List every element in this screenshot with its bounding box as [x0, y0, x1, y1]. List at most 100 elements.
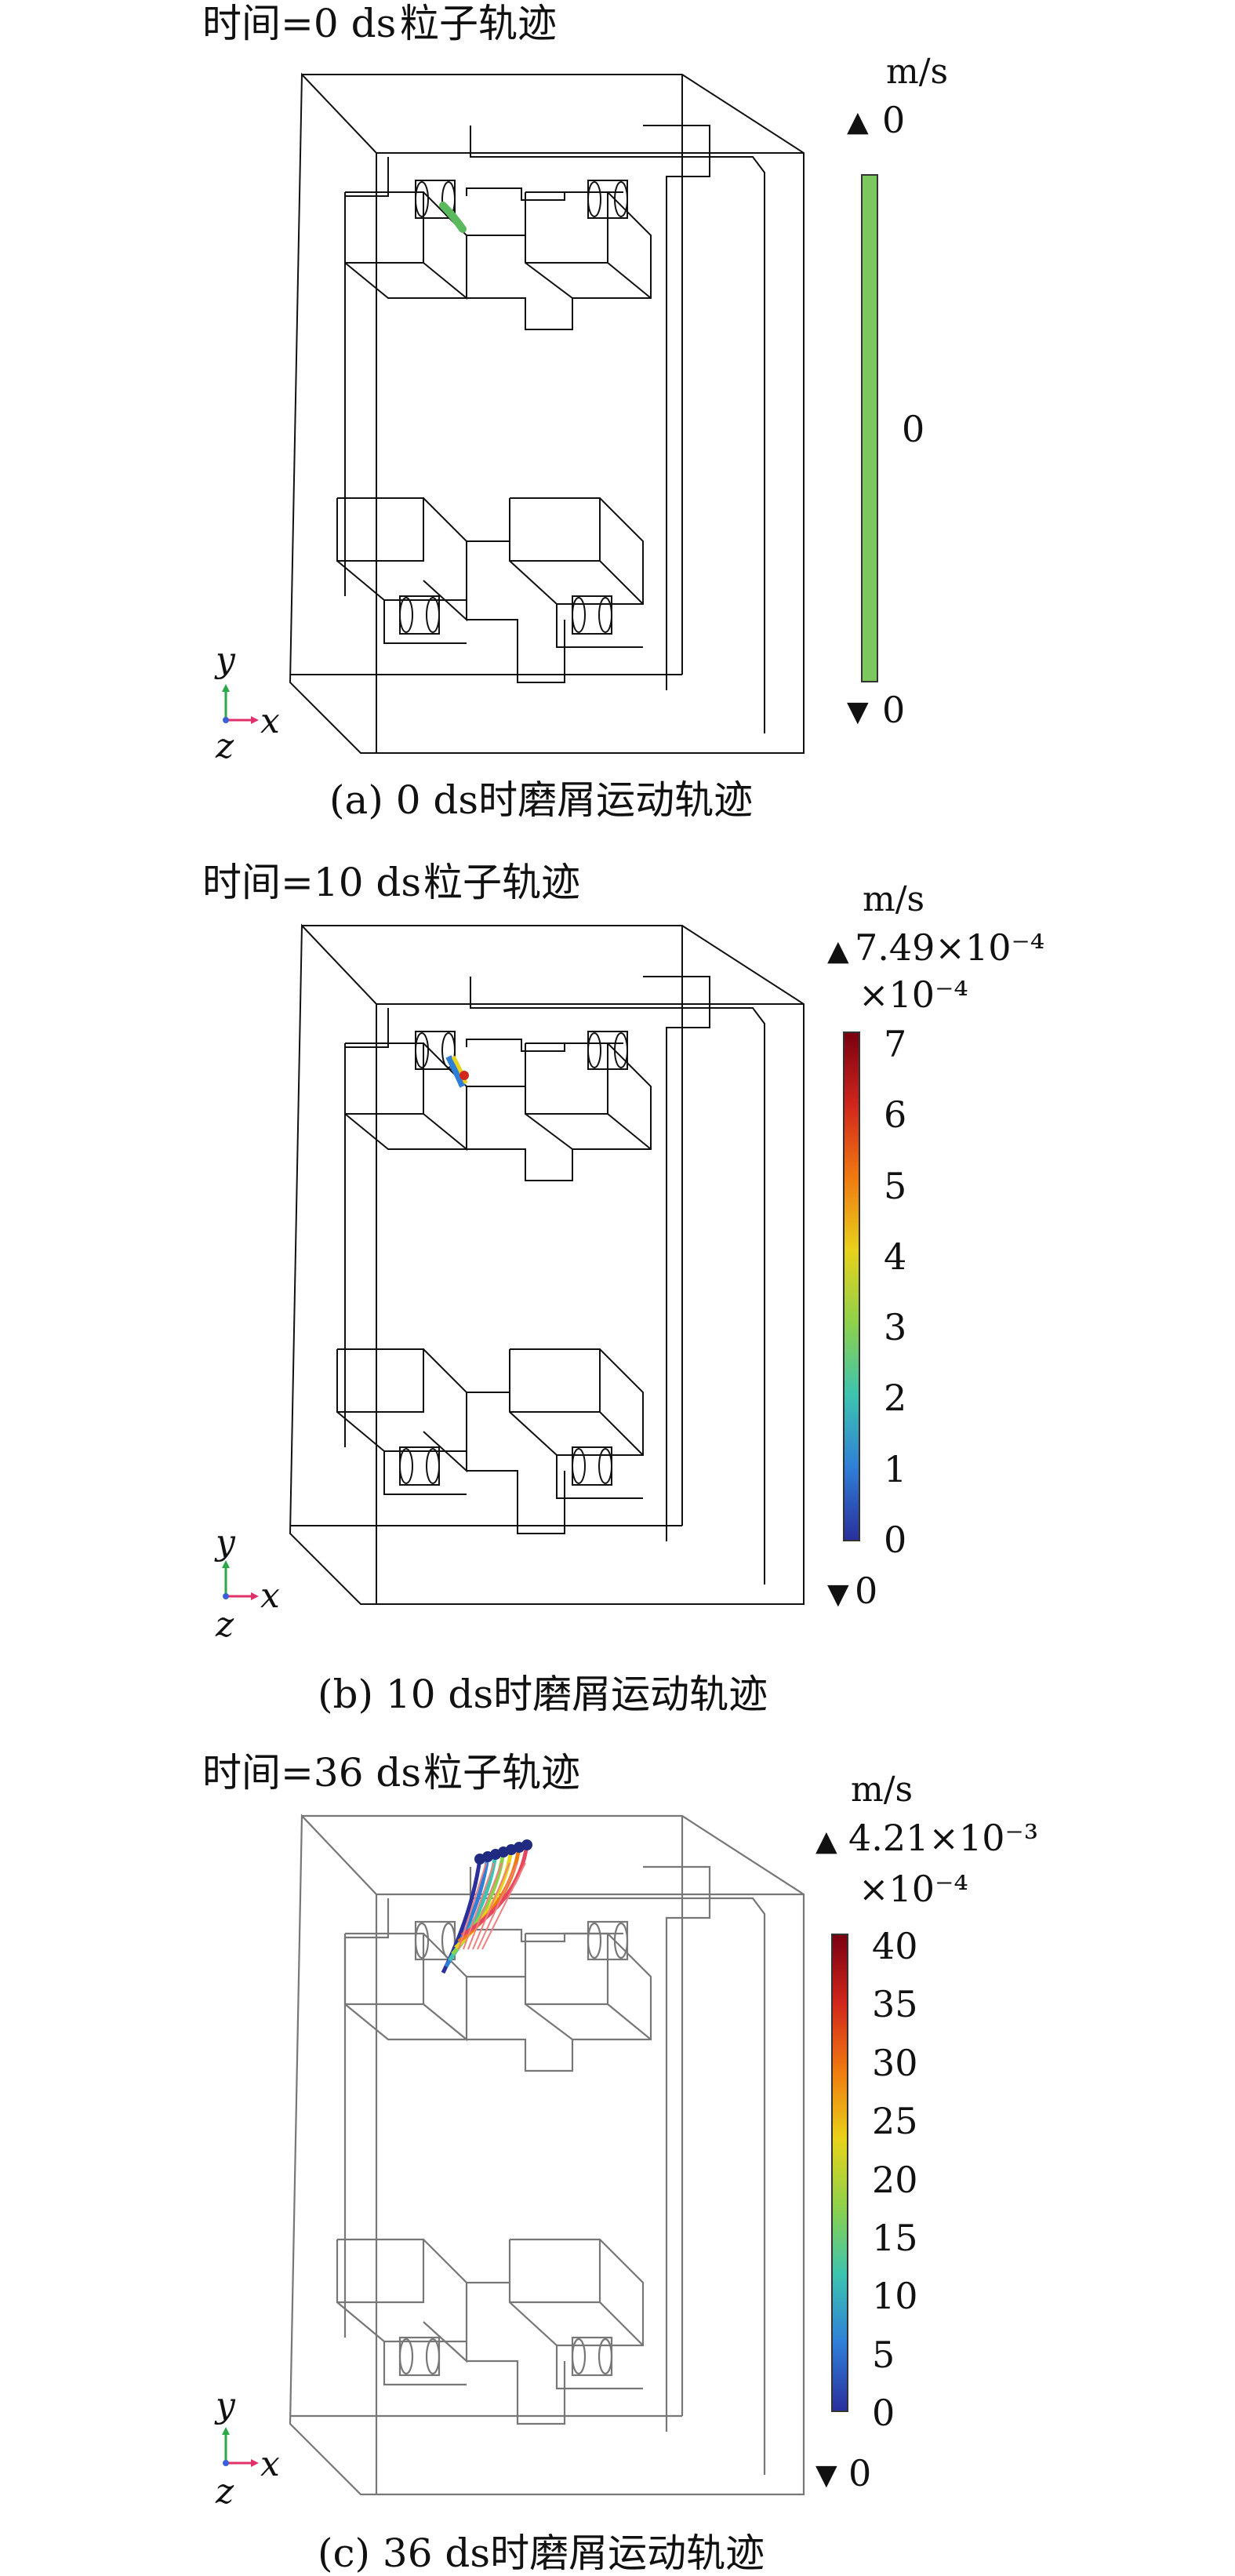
upper-connector	[467, 297, 573, 330]
particle	[521, 1839, 532, 1850]
lower-connector	[555, 2345, 643, 2390]
inner-frame-edge	[643, 976, 710, 1541]
lower-block-left	[423, 2239, 468, 2363]
cylinder-lower-left	[399, 1446, 440, 1486]
colorbar-tick: 15	[872, 2216, 918, 2259]
y-axis-arrowhead	[222, 2427, 230, 2435]
y-axis-arrowhead	[222, 1560, 230, 1568]
colorbar-tick: 0	[902, 408, 925, 450]
inner-frame-edge	[469, 1867, 766, 2475]
lower-block-left	[336, 2238, 425, 2304]
lower-connector	[467, 1470, 565, 1534]
cylinder-upper-right	[587, 180, 628, 219]
particle-trajectory	[445, 1055, 466, 1088]
upper-block-left	[344, 1113, 467, 1150]
colorbar-tick: 2	[884, 1377, 907, 1420]
particle-trajectory	[467, 1862, 503, 1950]
particle-trajectory	[463, 1862, 495, 1950]
colorbar-min-label: 0	[882, 689, 906, 731]
triad-y-label: y	[216, 2385, 235, 2425]
lower-connector	[383, 2341, 467, 2386]
max-marker-icon: ▲	[827, 935, 849, 967]
upper-block-left	[343, 1932, 425, 2006]
upper-block-left	[344, 262, 467, 299]
panel-time-label: 时间=36 ds	[202, 1750, 422, 1796]
upper-connector	[467, 2038, 574, 2072]
particle	[459, 1071, 469, 1080]
panel-title: 粒子轨迹	[400, 1, 557, 46]
cylinder-upper-left	[414, 1920, 456, 1961]
colorbar-multiplier: ×10⁻⁴	[859, 1868, 968, 1910]
lower-connector	[467, 2360, 566, 2425]
panel-caption: (c) 36 ds时磨屑运动轨迹	[318, 2531, 765, 2576]
x-axis-arrowhead	[251, 716, 259, 724]
particle-trajectory	[441, 1858, 482, 1974]
colorbar-max-label: 7.49×10⁻⁴	[855, 926, 1045, 969]
lower-block-right	[510, 2301, 644, 2346]
colorbar-tick: 40	[872, 1925, 918, 1967]
colorbar-max-label: 0	[882, 99, 906, 141]
triad-z-label: z	[216, 726, 234, 766]
max-marker-icon: ▲	[847, 106, 869, 138]
lower-block-left	[336, 1348, 424, 1413]
colorbar-tick: 20	[872, 2158, 918, 2201]
cylinder-lower-right	[571, 2336, 613, 2377]
inner-frame-edge	[643, 125, 710, 690]
panel-time-label: 时间=10 ds	[202, 860, 422, 905]
colorbar-tick: 25	[872, 2100, 918, 2143]
particle-trajectory	[472, 1862, 510, 1950]
colorbar-unit: m/s	[886, 52, 949, 92]
panel-time-label: 时间=0 ds	[202, 1, 397, 46]
panel-caption: (b) 10 ds时磨屑运动轨迹	[318, 1672, 768, 1717]
colorbar-tick: 30	[872, 2041, 918, 2084]
colorbar-tick: 5	[872, 2333, 895, 2376]
triad-z-label: z	[216, 2472, 234, 2512]
colorbar-tick: 0	[884, 1519, 907, 1561]
particle-trajectory	[451, 1055, 468, 1084]
lower-connector	[556, 1455, 643, 1499]
lower-connector	[556, 604, 643, 648]
colorbar-tick: 7	[884, 1023, 907, 1065]
colorbar-unit: m/s	[851, 1770, 914, 1810]
inner-frame-edge	[470, 977, 765, 1585]
lower-connector	[467, 619, 565, 683]
triad-x-label: x	[260, 1576, 280, 1616]
inner-frame-edge	[344, 1008, 389, 1447]
colorbar-unit: m/s	[863, 879, 925, 919]
y-axis-arrowhead	[222, 684, 230, 692]
z-axis-dot	[223, 2460, 229, 2466]
z-axis-dot	[223, 1593, 229, 1599]
cylinder-lower-right	[572, 595, 612, 635]
x-axis-arrowhead	[251, 1592, 259, 1600]
colorbar	[831, 1934, 848, 2412]
colorbar-tick: 4	[884, 1235, 907, 1278]
colorbar-tick: 0	[872, 2392, 895, 2434]
particle-trajectory	[477, 1862, 518, 1950]
colorbar-tick: 3	[884, 1306, 907, 1349]
particle-trajectory	[458, 1862, 487, 1950]
cylinder-upper-left	[415, 1031, 456, 1070]
outer-box-edge	[289, 923, 805, 1605]
colorbar-min-label: 0	[848, 2452, 872, 2494]
panel-title: 粒子轨迹	[423, 1750, 580, 1796]
outer-box-edge	[289, 72, 805, 754]
lower-block-left	[336, 497, 424, 562]
colorbar-tick: 6	[884, 1093, 907, 1137]
lower-connector	[383, 600, 467, 644]
cylinder-lower-left	[399, 595, 440, 635]
triad-z-label: z	[216, 1605, 234, 1645]
triad-x-label: x	[260, 2444, 280, 2484]
particle-trajectory	[460, 1844, 529, 1937]
x-axis-arrowhead	[251, 2459, 259, 2467]
colorbar-tick: 1	[884, 1447, 907, 1490]
upper-connector	[467, 1148, 573, 1181]
outer-box-edge	[289, 1814, 805, 2496]
upper-block-right	[525, 2003, 652, 2040]
cylinder-upper-right	[587, 1920, 629, 1961]
cylinder-lower-right	[572, 1446, 612, 1486]
z-axis-dot	[223, 717, 229, 723]
lower-block-left	[336, 2301, 467, 2343]
colorbar-tick: 35	[872, 1983, 918, 2026]
